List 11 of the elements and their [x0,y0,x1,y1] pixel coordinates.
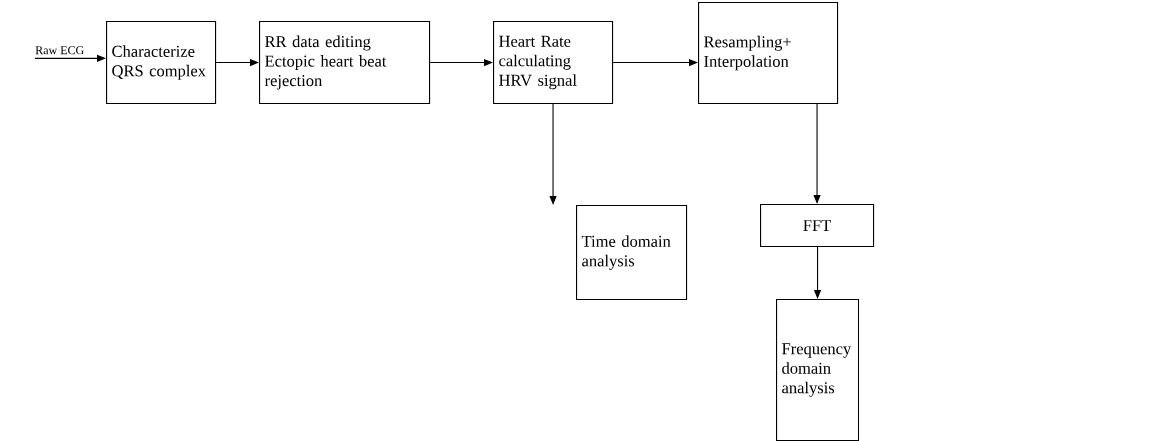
arrow [549,103,557,205]
process-box: Time domain analysis [576,205,688,301]
process-box: Resampling+ Interpolation [698,2,839,105]
process-box: Frequency domain analysis [776,299,860,441]
arrow [34,54,106,62]
arrow [813,103,821,204]
process-box: Characterize QRS complex [106,21,217,105]
process-box: RR data editing Ectopic heart beat rejection [259,21,431,105]
process-box: FFT [760,204,875,248]
process-box: Heart Rate calculating HRV signal [493,21,614,105]
input-label: Raw ECG [35,46,84,55]
